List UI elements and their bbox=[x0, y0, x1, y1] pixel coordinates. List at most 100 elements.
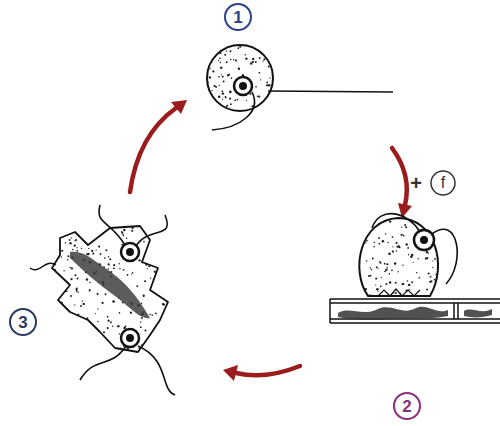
stipple-dot bbox=[368, 275, 370, 277]
stipple-dot bbox=[97, 321, 98, 322]
stipple-dot bbox=[408, 284, 410, 286]
stipple-dot bbox=[63, 270, 64, 271]
stipple-dot bbox=[72, 249, 74, 251]
stipple-dot bbox=[65, 319, 67, 321]
stipple-dot bbox=[55, 276, 56, 277]
stipple-dot bbox=[261, 47, 263, 49]
callout-circle bbox=[394, 393, 420, 419]
stipple-dot bbox=[140, 321, 141, 322]
stipple-dot bbox=[237, 99, 239, 101]
stipple-dot bbox=[252, 61, 254, 63]
stipple-dot bbox=[381, 277, 382, 278]
stipple-dot bbox=[107, 327, 109, 329]
stipple-dot bbox=[79, 347, 81, 349]
stipple-dot bbox=[141, 262, 143, 264]
stipple-dot bbox=[123, 229, 126, 232]
stipple-dot bbox=[92, 330, 94, 332]
stipple-dot bbox=[259, 46, 261, 48]
stipple-dot bbox=[385, 283, 387, 285]
stipple-dot bbox=[153, 263, 154, 264]
stipple-dot bbox=[238, 68, 240, 70]
stipple-dot bbox=[136, 285, 138, 287]
stipple-dot bbox=[52, 305, 53, 306]
arrow-head bbox=[223, 365, 238, 381]
stipple-dot bbox=[234, 99, 236, 101]
stipple-dot bbox=[377, 268, 378, 269]
stipple-dot bbox=[415, 215, 417, 217]
stipple-dot bbox=[245, 57, 247, 59]
stipple-dot bbox=[79, 353, 81, 355]
stipple-dot bbox=[164, 330, 165, 331]
stipple-dot bbox=[89, 289, 91, 291]
stipple-dot bbox=[389, 220, 391, 222]
stipple-dot bbox=[164, 297, 166, 299]
stipple-dot bbox=[163, 342, 165, 344]
stipple-dot bbox=[363, 216, 365, 218]
stipple-dot bbox=[244, 54, 246, 56]
stipple-dot bbox=[107, 268, 109, 270]
stipple-dot bbox=[76, 287, 78, 289]
stipple-dot bbox=[102, 347, 104, 349]
callout-circles bbox=[10, 4, 455, 419]
stipple-dot bbox=[218, 76, 220, 78]
arrow-head bbox=[171, 100, 187, 114]
stipple-dot bbox=[263, 58, 265, 60]
stipple-dot bbox=[386, 263, 388, 265]
stipple-dot bbox=[119, 263, 120, 264]
stipple-dot bbox=[150, 229, 151, 230]
stipple-dot bbox=[61, 293, 63, 295]
stipple-dot bbox=[402, 283, 404, 285]
stipple-dot bbox=[225, 97, 227, 99]
stipple-dot bbox=[51, 272, 52, 273]
stipple-dot bbox=[417, 258, 418, 259]
stipple-dot bbox=[81, 237, 83, 239]
stipple-dot bbox=[130, 312, 132, 314]
stipple-dot bbox=[396, 242, 398, 244]
stipple-dot bbox=[207, 59, 209, 61]
stipple-dot bbox=[138, 259, 140, 261]
stipple-dot bbox=[388, 253, 390, 255]
stipple-dot bbox=[365, 242, 366, 243]
stipple-dot bbox=[92, 325, 94, 327]
stipple-dot bbox=[229, 91, 232, 94]
stipple-dot bbox=[70, 278, 72, 280]
stipple-dot bbox=[256, 108, 258, 110]
stipple-dot bbox=[412, 217, 414, 219]
stipple-dot bbox=[239, 46, 241, 48]
stipple-dot bbox=[438, 234, 440, 236]
stipple-dot bbox=[226, 105, 228, 107]
stipple-dot bbox=[394, 262, 397, 265]
stipple-dot bbox=[84, 335, 85, 336]
stipple-dot bbox=[97, 293, 99, 295]
stipple-dot bbox=[52, 323, 53, 324]
stipple-dot bbox=[86, 278, 88, 280]
stipple-dot bbox=[268, 84, 271, 87]
stipple-dot bbox=[403, 235, 405, 237]
stipple-dot bbox=[112, 300, 115, 303]
stipple-dot bbox=[425, 251, 427, 253]
stipple-dot bbox=[74, 351, 76, 353]
stipple-dot bbox=[385, 233, 386, 234]
stipple-dot bbox=[141, 303, 142, 304]
stipple-dot bbox=[407, 280, 409, 282]
stipple-dot bbox=[437, 238, 439, 240]
stipple-dot bbox=[123, 269, 125, 271]
stipple-dot bbox=[96, 336, 99, 339]
stipple-dot bbox=[370, 267, 372, 269]
stipple-dot bbox=[103, 331, 105, 333]
stipple-dot bbox=[157, 258, 159, 260]
stipple-dot bbox=[162, 303, 164, 305]
stipple-dot bbox=[49, 330, 51, 332]
stipple-dot bbox=[435, 273, 437, 275]
stipple-dot bbox=[154, 271, 156, 273]
stipple-dot bbox=[392, 236, 394, 238]
stipple-dot bbox=[167, 330, 169, 332]
stipple-dot bbox=[158, 323, 159, 324]
stipple-dot bbox=[210, 51, 212, 53]
stipple-dot bbox=[433, 223, 435, 225]
stipple-dot bbox=[147, 268, 148, 269]
stipple-dot bbox=[218, 95, 220, 97]
stipple-dot bbox=[376, 266, 378, 268]
stipple-dot bbox=[255, 86, 257, 88]
stipple-dot bbox=[76, 314, 79, 317]
